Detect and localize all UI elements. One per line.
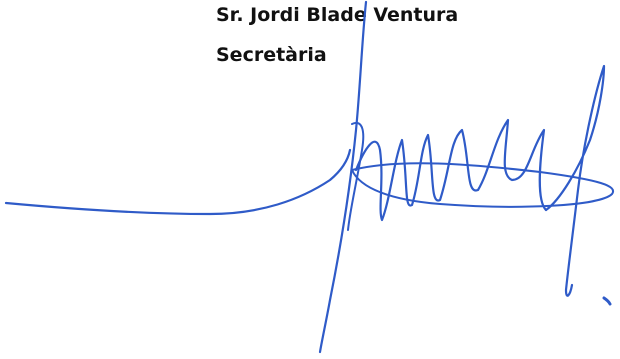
signature-top-loop	[347, 121, 365, 231]
signer-name: Sr. Jordi Blade Ventura	[216, 4, 459, 26]
signature-main-stroke	[318, 0, 368, 354]
signature-right-loop	[544, 64, 606, 297]
signature-oval	[351, 162, 615, 208]
signer-title: Secretària	[216, 44, 327, 66]
signature-dot	[602, 296, 612, 306]
signature-tail-stroke	[4, 148, 352, 216]
signature-scribble-letters	[354, 118, 548, 222]
